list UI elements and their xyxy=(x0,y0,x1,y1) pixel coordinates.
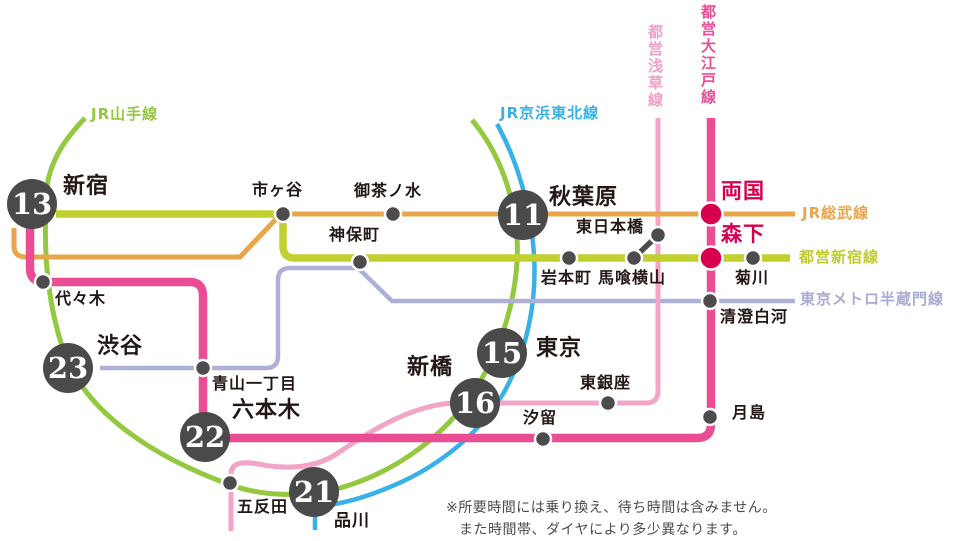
line-label-keihin-tohoku: JR京浜東北線 xyxy=(500,104,600,122)
line-label-hanzomon: 東京メトロ半蔵門線 xyxy=(800,290,945,308)
station-label-aoyama-itchome: 青山一丁目 xyxy=(212,374,298,393)
dot-kikukawa xyxy=(743,248,763,268)
dot-gotanda xyxy=(220,473,240,493)
time-badge-shinagawa: 21 xyxy=(289,467,339,517)
station-label-ichigaya: 市ヶ谷 xyxy=(252,180,304,199)
station-label-shinagawa: 品川 xyxy=(334,511,370,531)
station-label-akihabara: 秋葉原 xyxy=(549,185,619,210)
station-label-roppongi: 六本木 xyxy=(232,398,302,423)
dot-shiodome xyxy=(533,429,553,449)
dot-aoyama-itchome xyxy=(193,358,213,378)
station-label-gotanda: 五反田 xyxy=(237,497,289,516)
dot-higashi-ginza xyxy=(598,393,618,413)
station-label-shimbashi: 新橋 xyxy=(407,355,454,380)
station-label-tokyo: 東京 xyxy=(536,336,583,361)
station-label-ryogoku: 両国 xyxy=(721,179,765,203)
dot-iwamotocho xyxy=(559,248,579,268)
dot-kiyosumi-shirakawa xyxy=(700,291,720,311)
time-badge-tokyo-value: 15 xyxy=(481,336,523,370)
dot-morishita-highlight xyxy=(698,245,724,271)
station-label-iwamotocho: 岩本町 xyxy=(541,268,593,287)
station-label-morishita: 森下 xyxy=(721,222,765,246)
time-badge-roppongi: 22 xyxy=(180,412,230,462)
line-label-toei-asakusa: 都営浅草線 xyxy=(646,24,664,109)
station-label-kiyosumi-shirakawa: 清澄白河 xyxy=(720,307,789,326)
time-badge-shimbashi-value: 16 xyxy=(454,386,496,420)
dot-ochanomizu xyxy=(383,204,403,224)
station-label-tsukishima: 月島 xyxy=(732,403,767,422)
station-dots xyxy=(33,201,763,493)
dot-ichigaya xyxy=(273,204,293,224)
sobu-line-path xyxy=(11,211,795,260)
time-badge-akihabara: 11 xyxy=(498,190,548,240)
dot-yoyogi xyxy=(33,272,53,292)
time-badge-shinjuku: 13 xyxy=(7,179,57,229)
toei-shinjuku-line-path xyxy=(56,210,790,262)
station-label-shibuya: 渋谷 xyxy=(97,334,144,359)
dot-bakuro-yokoyama xyxy=(624,248,644,268)
time-badge-shinjuku-value: 13 xyxy=(11,187,53,221)
line-label-yamanote: JR山手線 xyxy=(91,105,159,123)
line-label-toei-oedo: 都営大江戸線 xyxy=(699,4,717,106)
station-label-bakuro-yokoyama: 馬喰横山 xyxy=(598,268,667,287)
time-badge-akihabara-value: 11 xyxy=(502,198,544,232)
yamanote-line-path xyxy=(42,116,520,497)
station-label-ochanomizu: 御茶ノ水 xyxy=(354,181,423,200)
dot-jimbocho xyxy=(350,252,370,272)
line-label-toei-shinjuku: 都営新宿線 xyxy=(799,248,880,266)
line-label-sobu: JR総武線 xyxy=(802,204,870,222)
station-label-shiodome: 汐留 xyxy=(523,408,558,427)
station-label-shinjuku: 新宿 xyxy=(63,174,110,199)
station-label-kikukawa: 菊川 xyxy=(735,268,770,287)
hanzomon-line-path xyxy=(100,265,795,371)
station-label-higashi-ginza: 東銀座 xyxy=(580,373,632,392)
station-label-jimbocho: 神保町 xyxy=(329,225,381,244)
dot-tsukishima xyxy=(700,407,720,427)
footnote-line-1: ※所要時間には乗り換え、待ち時間は含みません。 xyxy=(446,500,777,516)
footnote-line-2: また時間帯、ダイヤにより多少異なります。 xyxy=(459,522,747,538)
dot-higashi-nihombashi xyxy=(648,225,668,245)
station-label-higashi-nihombashi: 東日本橋 xyxy=(576,217,645,236)
time-badge-roppongi-value: 22 xyxy=(184,420,226,454)
time-badge-shibuya-value: 23 xyxy=(47,351,89,385)
time-badge-shimbashi: 16 xyxy=(450,378,500,428)
station-label-yoyogi: 代々木 xyxy=(55,289,107,308)
asakusa-line-path xyxy=(228,118,661,531)
time-badge-shibuya: 23 xyxy=(43,343,93,393)
dot-ryogoku-highlight xyxy=(698,201,724,227)
time-badge-tokyo: 15 xyxy=(477,328,527,378)
time-badge-shinagawa-value: 21 xyxy=(293,475,335,509)
